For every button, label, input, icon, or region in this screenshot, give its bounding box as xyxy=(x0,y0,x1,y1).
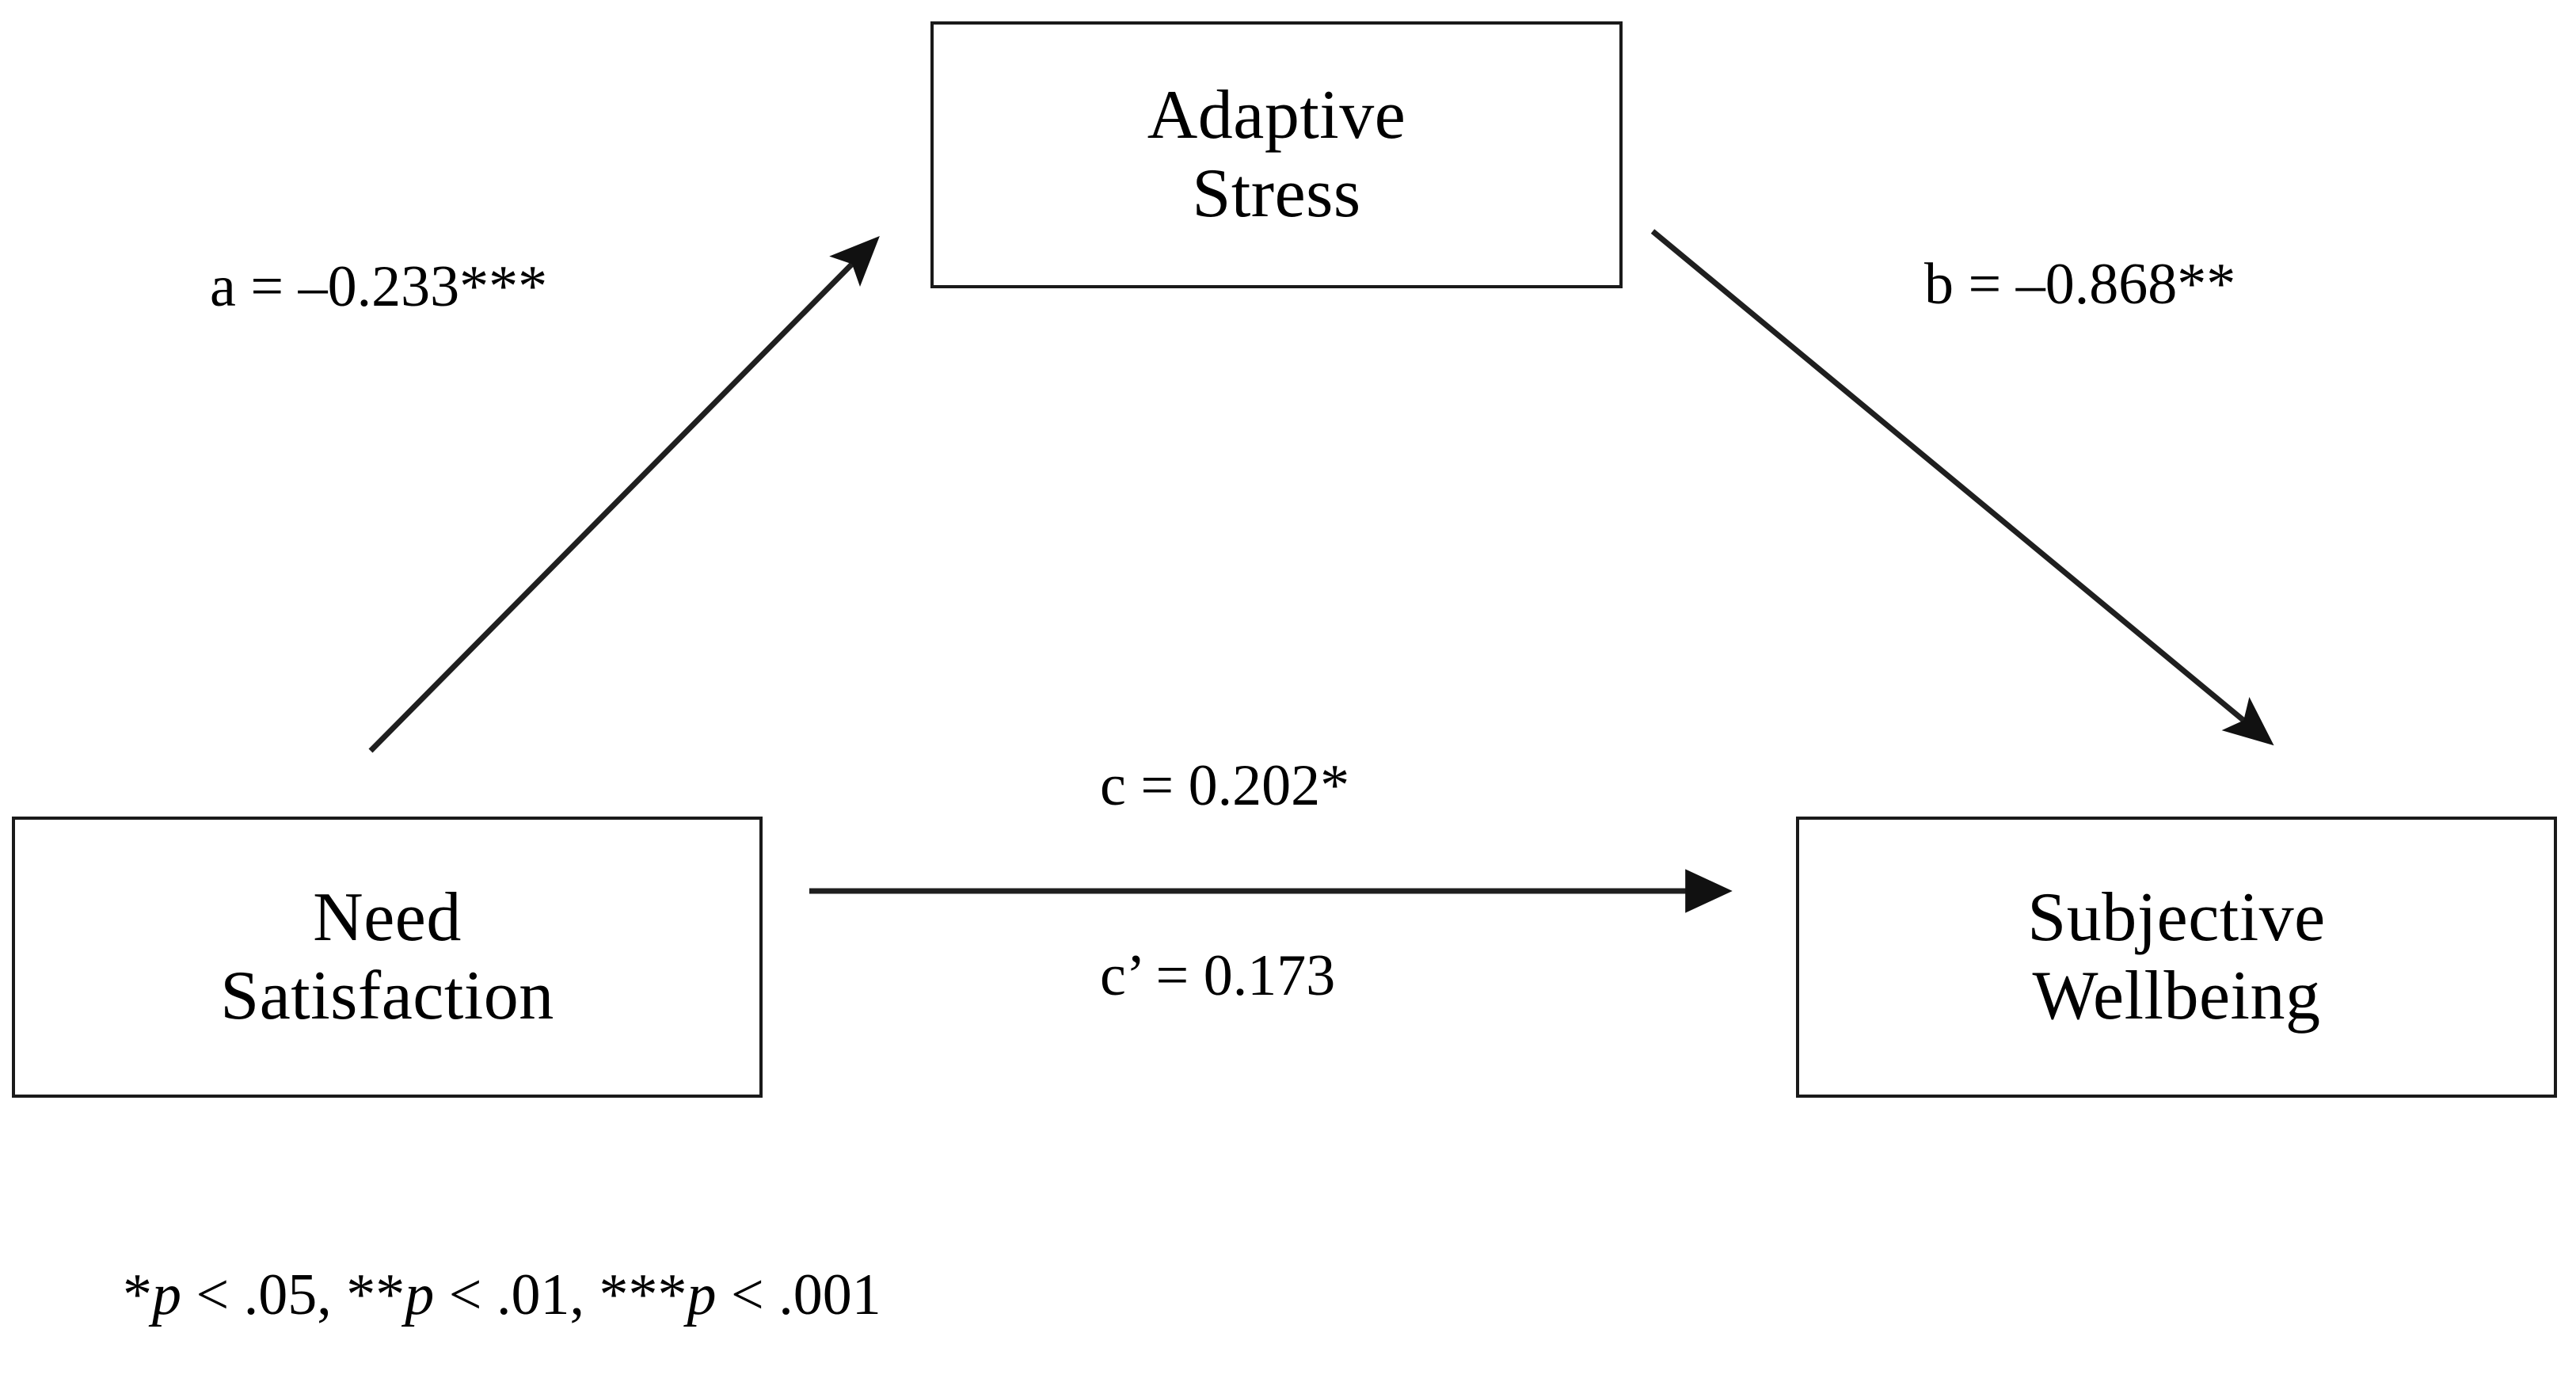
node-subjective-wellbeing-line2: Wellbeing xyxy=(2032,957,2321,1034)
footnote-p-2: p xyxy=(405,1262,435,1327)
footnote-stars-1: * xyxy=(123,1262,152,1327)
footnote-rest-1: < .05, xyxy=(181,1262,347,1327)
footnote-rest-2: < .01, xyxy=(434,1262,599,1327)
node-adaptive-stress-line2: Stress xyxy=(1192,154,1361,232)
path-label-a: a = –0.233*** xyxy=(210,254,548,319)
footnote-p-1: p xyxy=(152,1262,181,1327)
path-label-c-prime: c’ = 0.173 xyxy=(1100,943,1336,1008)
node-adaptive-stress-line1: Adaptive xyxy=(1147,76,1406,154)
path-label-c: c = 0.202* xyxy=(1100,753,1350,818)
footnote-stars-3: *** xyxy=(599,1262,687,1327)
significance-footnote: *p < .05, **p < .01, ***p < .001 xyxy=(123,1266,881,1324)
footnote-rest-3: < .001 xyxy=(716,1262,881,1327)
footnote-p-3: p xyxy=(687,1262,717,1327)
footnote-stars-2: ** xyxy=(346,1262,405,1327)
node-need-satisfaction-line1: Need xyxy=(313,878,462,956)
path-label-b: b = –0.868** xyxy=(1924,252,2236,317)
node-subjective-wellbeing-line1: Subjective xyxy=(2027,878,2326,956)
node-subjective-wellbeing: Subjective Wellbeing xyxy=(1796,817,2557,1098)
node-need-satisfaction-line2: Satisfaction xyxy=(220,957,554,1034)
node-adaptive-stress: Adaptive Stress xyxy=(930,21,1623,288)
node-need-satisfaction: Need Satisfaction xyxy=(12,817,763,1098)
